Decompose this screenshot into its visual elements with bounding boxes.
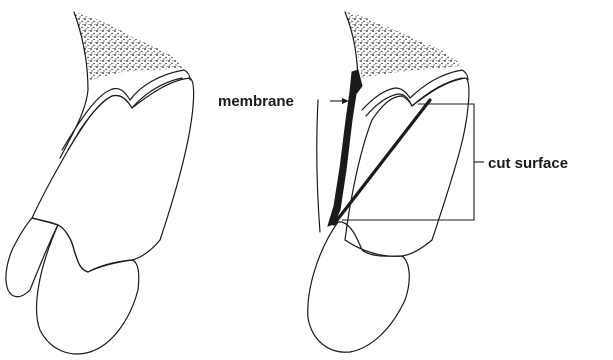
right-lower-tooth (308, 222, 409, 352)
right-figure (308, 12, 484, 352)
left-lower-tooth-a (6, 218, 58, 297)
left-lower-tooth-b (37, 225, 139, 354)
left-bone-stipple (74, 12, 182, 80)
membrane-label: membrane (218, 93, 294, 110)
right-root-line (317, 100, 320, 232)
right-upper-tooth (345, 78, 469, 256)
right-bone-stipple (345, 12, 462, 78)
left-upper-tooth (32, 78, 194, 272)
cut-surface-bracket (342, 104, 474, 220)
membrane-strip (328, 70, 362, 226)
left-figure (6, 12, 194, 354)
left-sulcus-line-outer (62, 70, 190, 150)
cut-surface-label: cut surface (488, 155, 568, 172)
